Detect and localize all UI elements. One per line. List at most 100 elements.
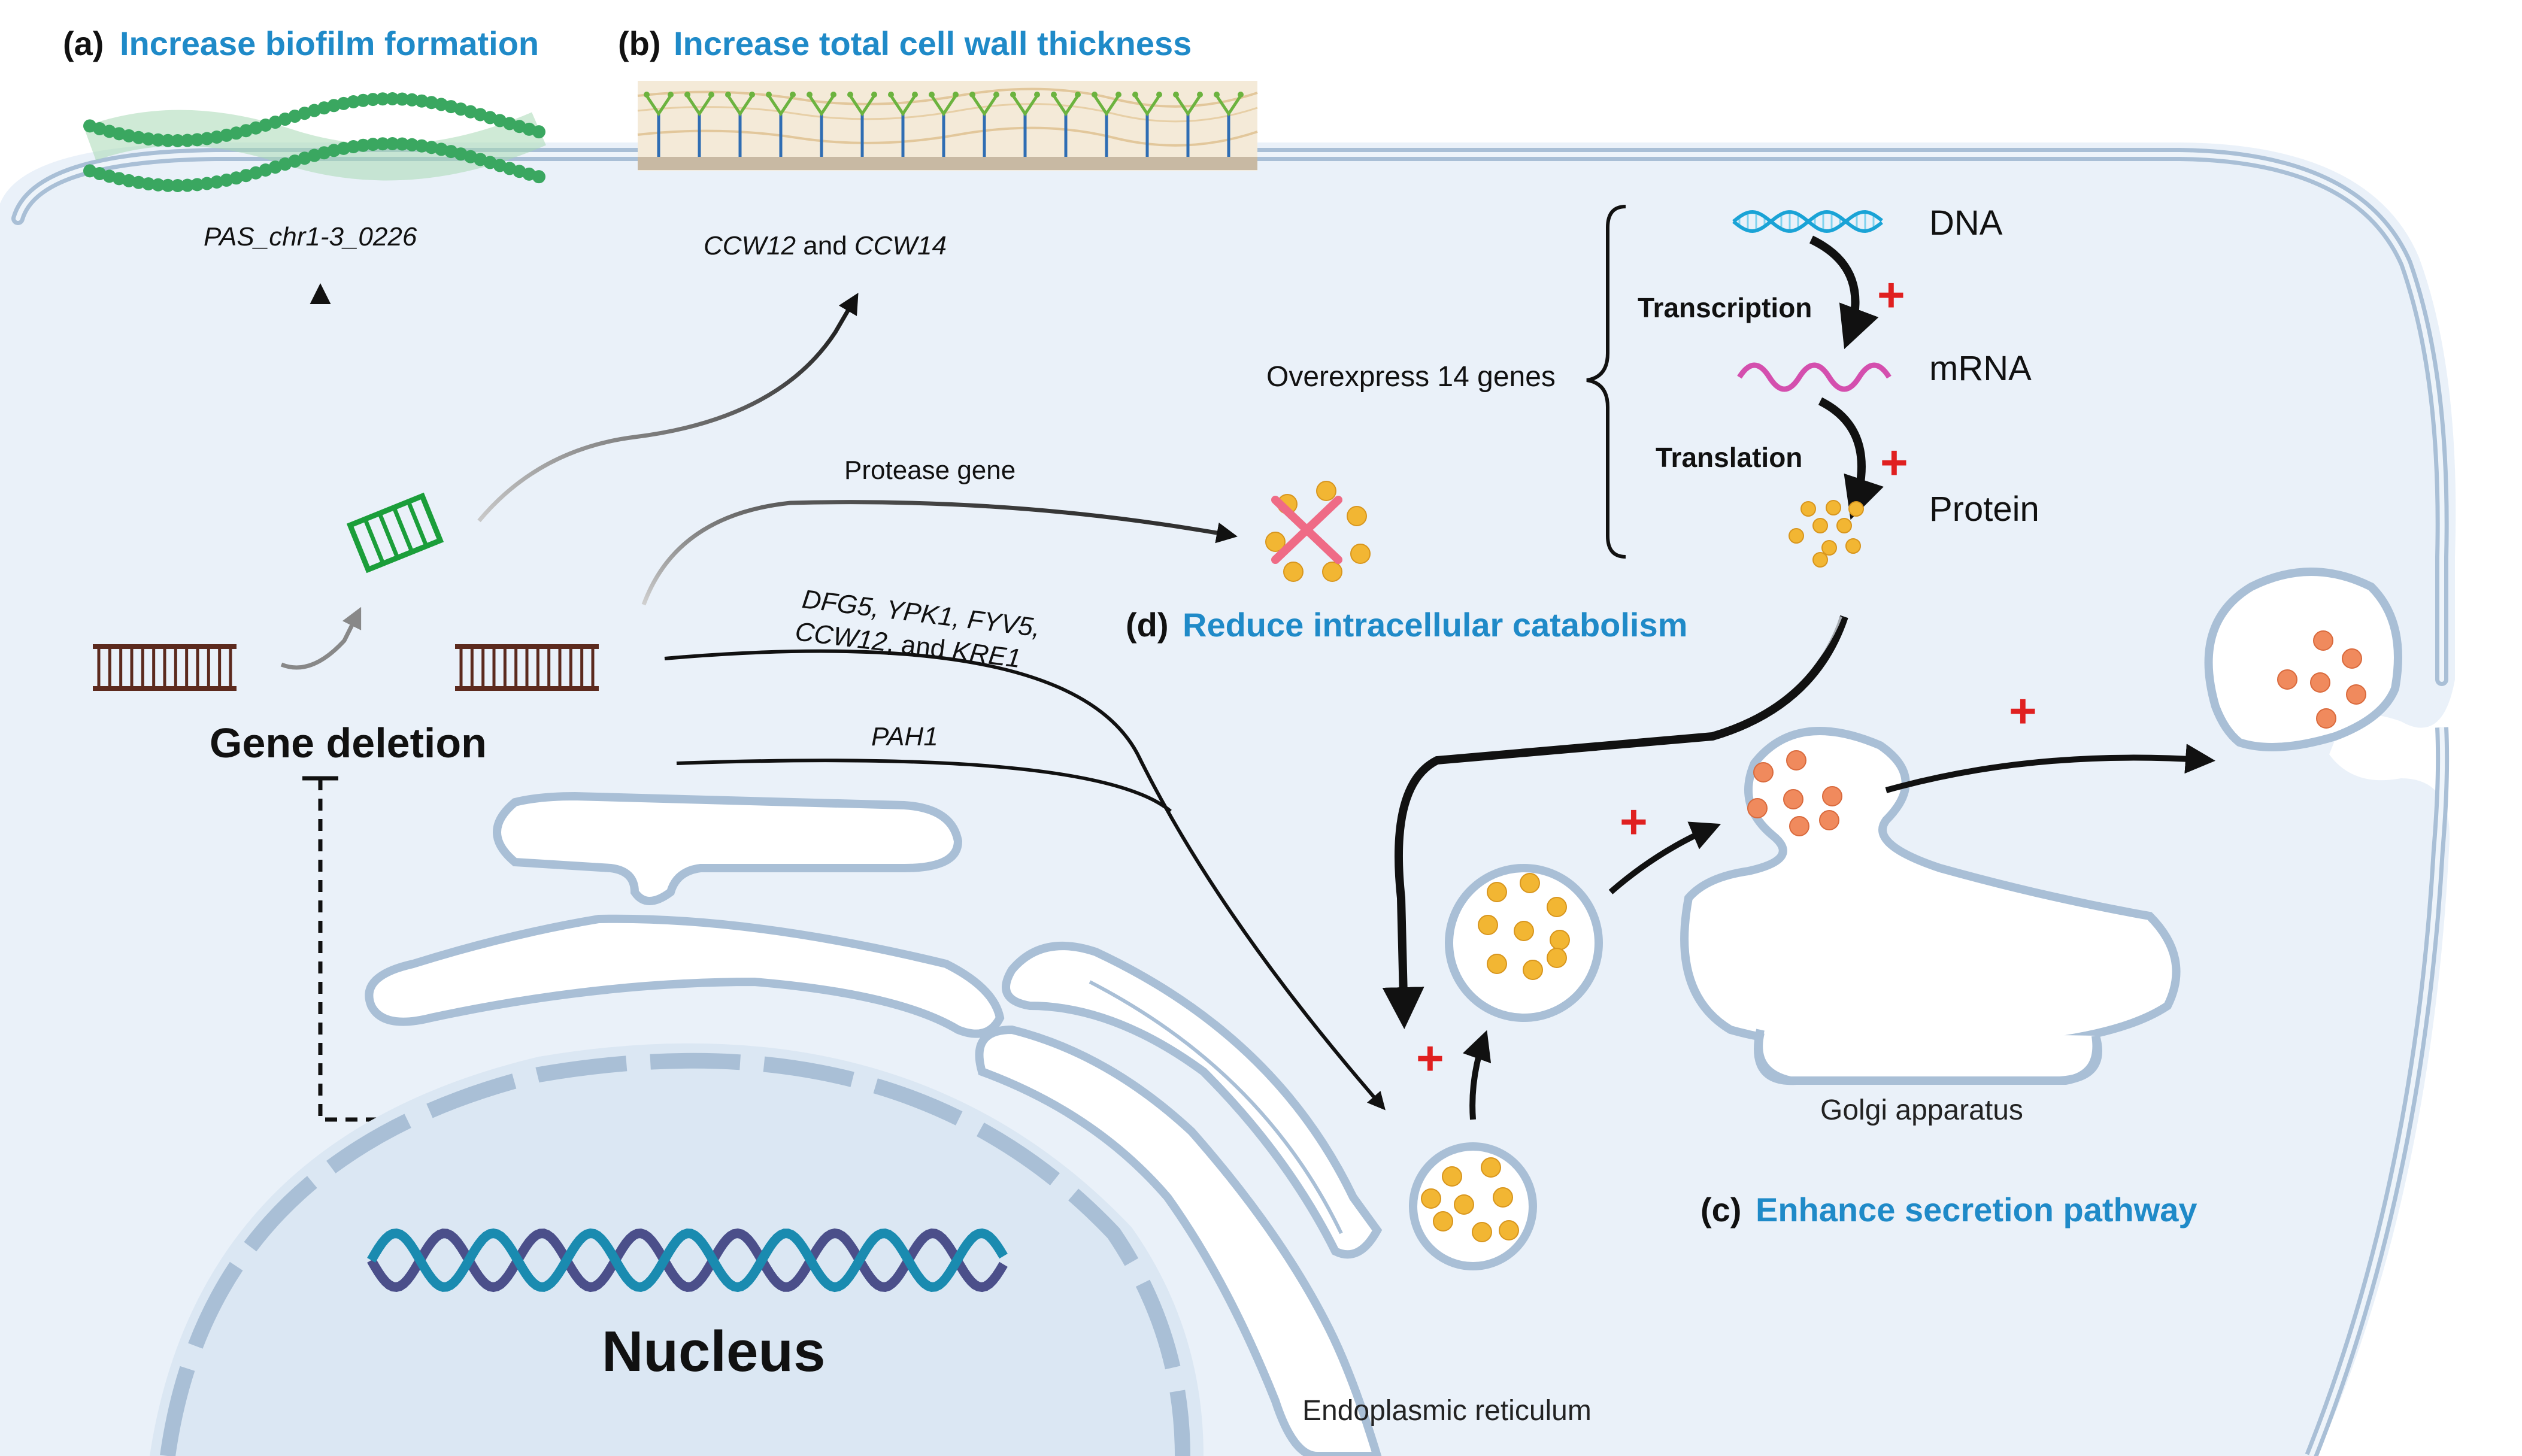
secretion-arrows (1382, 615, 2215, 1120)
lipid-dot (161, 134, 175, 147)
transcription-arrow (1809, 235, 1879, 350)
panel-d-letter: (d) (1126, 606, 1169, 644)
lipid-dot (190, 178, 204, 192)
mrna-icon (1737, 362, 1892, 392)
lipid-dot (386, 92, 399, 106)
panel-b-letter: (b) (618, 25, 661, 62)
lipid-dot (122, 129, 136, 142)
curly-brace (1586, 205, 1626, 559)
svg-text:Reduce intracellular catabolis: Reduce intracellular catabolism (1183, 606, 1687, 644)
er-vesicle (1409, 1142, 1537, 1270)
lipid-dot (141, 132, 155, 146)
plus-transcription: + (1877, 268, 1905, 321)
cell-wall-thickness (637, 81, 1258, 171)
cross-icon (1271, 496, 1342, 564)
gene-ccw-line: CCW12 and CCW14 (704, 231, 947, 260)
plus-secretion: + (2009, 684, 2037, 738)
panel-d-heading: (d) Reduce intracellular catabolism (1126, 606, 1687, 644)
lipid-dot (181, 134, 195, 147)
lipid-dot (347, 95, 360, 108)
biofilm-membrane (83, 92, 546, 192)
dna-icon (1732, 210, 1883, 233)
lipid-dot (210, 175, 223, 189)
plus-translation: + (1880, 436, 1908, 489)
lipid-dot (337, 96, 350, 110)
plus-er-exit: + (1416, 1032, 1444, 1085)
protein-label: Protein (1929, 490, 2039, 529)
lipid-dot (200, 132, 214, 145)
lipid-dot (376, 92, 390, 106)
endoplasmic-reticulum (365, 791, 1383, 1456)
panel-a-title: Increase biofilm formation (120, 25, 539, 62)
transport-vesicle-1 (1445, 864, 1603, 1022)
arrow-to-protease (641, 500, 1238, 606)
lipid-dot (132, 175, 146, 189)
panel-c-letter: (c) (1700, 1191, 1741, 1228)
lipid-dot (395, 137, 409, 151)
glycoprotein-row (644, 92, 1244, 157)
plus-to-golgi: + (1620, 795, 1648, 848)
enhancement-plus-signs: + + + + + (1416, 268, 2037, 1085)
svg-text:(d): (d) (1126, 606, 1169, 644)
lipid-dot (171, 178, 184, 192)
svg-text:(c): (c) (1700, 1191, 1741, 1228)
lipid-dot (161, 178, 175, 192)
panel-b-heading: (b) Increase total cell wall thickness (618, 25, 1192, 62)
wall-base (638, 157, 1257, 170)
lipid-dot (141, 177, 155, 191)
lipid-dot (395, 92, 409, 106)
double-helix (367, 1228, 1008, 1293)
lipid-dot (151, 178, 165, 192)
lipid-dot (347, 139, 360, 153)
gene-pah1: PAH1 (871, 722, 938, 751)
biofilm-lipid-dots (83, 92, 545, 192)
nucleus: Nucleus (150, 1043, 1204, 1456)
secretory-vesicle (2204, 568, 2402, 751)
panel-a-heading: (a) Increase biofilm formation (63, 25, 539, 62)
gene-protease: Protease gene (844, 456, 1016, 485)
lipid-dot (415, 139, 429, 153)
panel-c-heading: (c) Enhance secretion pathway (1700, 1191, 2197, 1228)
lipid-dot (405, 93, 419, 107)
overexpress-label: Overexpress 14 genes (1266, 361, 1556, 393)
dna-fragment-left (93, 644, 237, 691)
lipid-dot (415, 94, 429, 108)
panel-d-title: Reduce intracellular catabolism (1183, 606, 1687, 644)
transcription-label: Transcription (1638, 292, 1812, 323)
panel-a-letter: (a) (63, 25, 104, 62)
lipid-dot (337, 141, 350, 155)
lipid-dot (425, 141, 438, 154)
lipid-dot (532, 170, 545, 184)
lipid-dot (425, 96, 438, 110)
arrow-to-cellwall (477, 292, 859, 523)
crispr-icon (346, 492, 444, 574)
lipid-dot (386, 137, 399, 151)
lipid-dot (181, 178, 195, 192)
arrow-crispr (280, 606, 362, 670)
lipid-dot (366, 138, 380, 151)
gene-deletion-label: Gene deletion (210, 720, 487, 766)
lipid-dot (532, 125, 545, 139)
svg-text:(a): (a) (63, 25, 104, 62)
translation-arrow (1818, 397, 1884, 520)
gene-pas: PAS_chr1-3_0226 (204, 222, 417, 251)
arrow-pah1 (676, 759, 1172, 813)
deletion-arrows (280, 283, 1386, 1111)
svg-text:Increase total cell wall thick: Increase total cell wall thickness (674, 25, 1192, 62)
lipid-dot (171, 134, 184, 147)
degraded-protein-icon (1265, 481, 1371, 582)
lipid-dot (132, 131, 146, 144)
lipid-dot (151, 133, 165, 147)
lipid-dot (366, 93, 380, 107)
lipid-dot (356, 93, 370, 107)
panel-c-title: Enhance secretion pathway (1756, 1191, 2197, 1228)
panel-b-title: Increase total cell wall thickness (674, 25, 1192, 62)
nuclear-envelope (160, 1052, 1190, 1456)
svg-text:Enhance secretion pathway: Enhance secretion pathway (1756, 1191, 2197, 1228)
nucleus-label: Nucleus (602, 1320, 825, 1384)
mrna-label: mRNA (1929, 349, 2032, 388)
golgi-label: Golgi apparatus (1820, 1094, 2023, 1126)
dna-fragment-right (455, 644, 599, 691)
